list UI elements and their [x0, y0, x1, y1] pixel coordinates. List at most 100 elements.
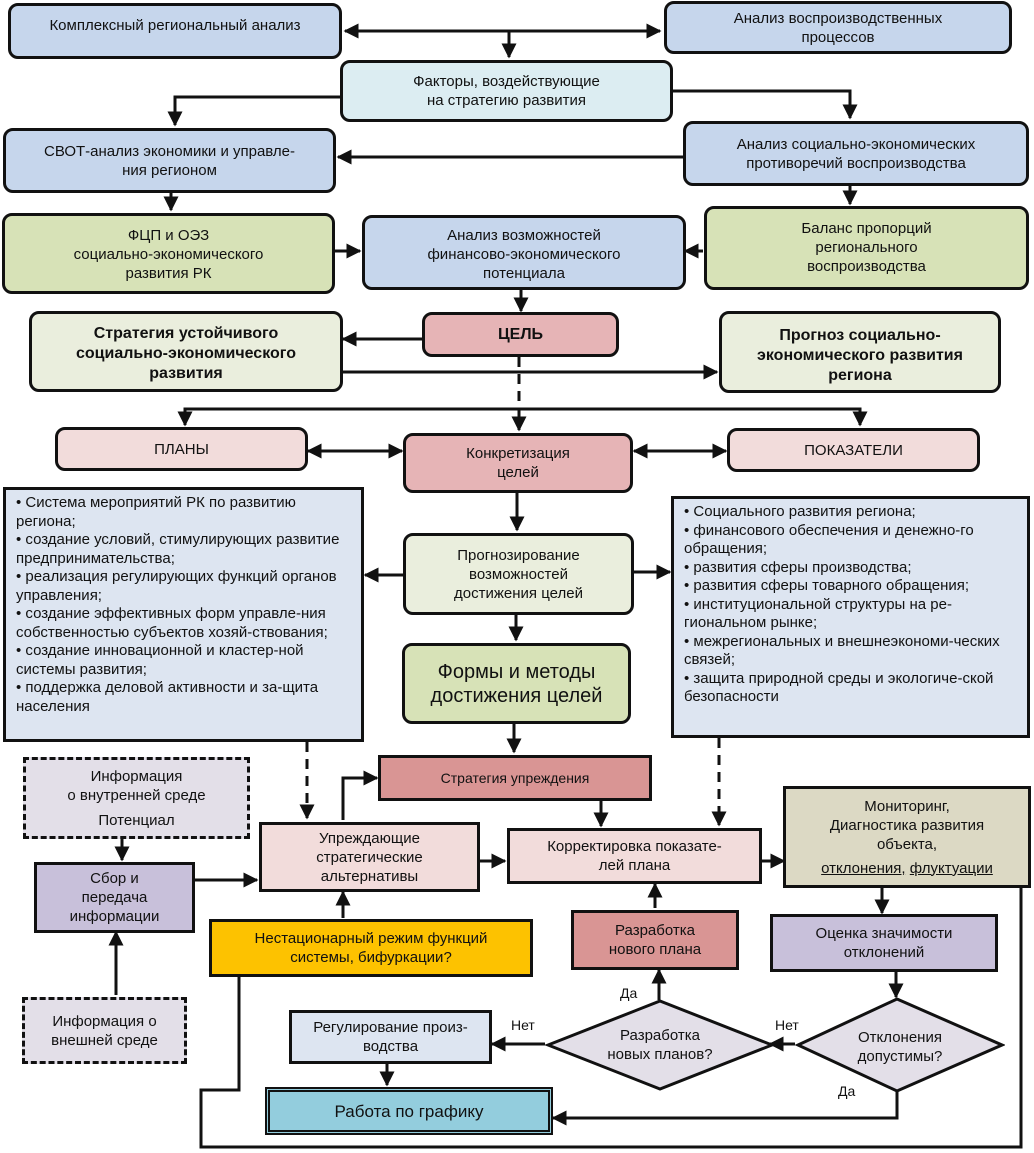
node-text: экономического развития — [757, 347, 963, 364]
node-new-plan-development: Разработка нового плана — [571, 910, 739, 970]
node-text: Формы и методы — [437, 660, 596, 683]
node-fcp-oez: ФЦП и ОЭЗ социально-экономического разви… — [2, 213, 335, 294]
node-text: ЦЕЛЬ — [497, 326, 544, 343]
node-text: финансово-экономического — [427, 246, 621, 263]
node-goal: ЦЕЛЬ — [422, 312, 619, 357]
list-item: • развития сферы производства; — [684, 558, 912, 576]
node-plans: ПЛАНЫ — [55, 427, 308, 471]
node-text: Нестационарный режим функций — [254, 930, 488, 947]
decision-deviations-label: Отклонения допустимы? — [820, 1022, 980, 1072]
node-text: возможностей — [469, 565, 568, 583]
node-balance-proportions: Баланс пропорций регионального воспроизв… — [704, 206, 1029, 290]
node-text: Разработка — [615, 922, 695, 939]
node-text: Упреждающие — [319, 829, 420, 847]
list-item: • институциональной структуры на ре-гион… — [684, 595, 952, 632]
edge-label-yes: Да — [620, 985, 638, 1001]
node-text: Стратегия упреждения — [440, 769, 590, 786]
node-text: ПОКАЗАТЕЛИ — [804, 442, 903, 459]
list-item: • реализация регулирующих функций органо… — [16, 568, 337, 604]
node-text: Факторы, воздействующие — [413, 73, 600, 90]
node-text: передача — [81, 889, 148, 906]
node-nonstationary-mode: Нестационарный режим функций системы, би… — [209, 919, 533, 977]
node-text: потенциала — [483, 265, 565, 282]
node-text: объекта, — [876, 835, 938, 853]
node-text: Прогнозирование — [457, 546, 580, 564]
list-item: • защита природной среды и экологиче-ско… — [684, 669, 994, 706]
node-factors: Факторы, воздействующие на стратегию раз… — [340, 60, 673, 122]
decision-new-plans-label: Разработка новых планов? — [575, 1020, 745, 1070]
node-sustainable-strategy: Стратегия устойчивого социально-экономич… — [29, 311, 343, 392]
node-text: Информация — [90, 767, 183, 785]
node-strategic-alternatives: Упреждающие стратегические альтернативы — [259, 822, 480, 892]
node-text: достижения целей — [430, 684, 603, 707]
node-text: внешней среде — [51, 1031, 158, 1049]
node-forms-methods: Формы и методы достижения целей — [402, 643, 631, 724]
list-item: • Социального развития региона; — [684, 503, 916, 520]
list-item: • развития сферы товарного обращения; — [684, 577, 970, 594]
node-text: Информация о — [52, 1012, 157, 1030]
node-goal-concretization: Конкретизация целей — [403, 433, 633, 493]
node-text: информации — [69, 908, 160, 925]
node-text: социально-экономического — [76, 345, 296, 362]
node-text: целей — [497, 464, 539, 481]
node-text: ПЛАНЫ — [154, 441, 209, 458]
node-text: Стратегия устойчивого — [93, 325, 279, 342]
left-measures-list: • Система мероприятий РК по развитию рег… — [3, 487, 364, 742]
node-development-forecast: Прогноз социально- экономического развит… — [719, 311, 1001, 393]
node-text: Регулирование произ- — [313, 1019, 468, 1036]
node-text: отклонений — [843, 944, 925, 961]
edge-to-indicators — [519, 407, 868, 427]
edge-label-no: Нет — [511, 1017, 535, 1033]
node-swot-analysis: СВОТ-анализ экономики и управле- ния рег… — [3, 128, 336, 193]
node-text: Отклонения — [858, 1029, 942, 1046]
node-deviation-significance: Оценка значимости отклонений — [770, 914, 998, 972]
node-text: на стратегию развития — [427, 92, 586, 109]
node-complex-regional-analysis: Комплексный региональный анализ — [8, 3, 342, 59]
edge-label-yes: Да — [838, 1083, 856, 1099]
edge-factors-swot — [167, 95, 343, 127]
node-schedule-work: Работа по графику — [265, 1087, 553, 1135]
node-reproduction-analysis: Анализ воспроизводственных процессов — [664, 1, 1012, 54]
node-text: лей плана — [598, 857, 671, 874]
node-forecasting-opportunities: Прогнозирование возможностей достижения … — [403, 533, 634, 615]
decision-deviations-acceptable — [795, 997, 1005, 1093]
node-external-info: Информация о внешней среде — [22, 997, 187, 1064]
node-finance-potential: Анализ возможностей финансово-экономичес… — [362, 215, 686, 290]
node-text: воспроизводства — [807, 258, 926, 275]
node-text: Корректировка показате- — [547, 838, 722, 855]
node-text: Конкретизация — [466, 445, 570, 462]
node-text: региона — [828, 367, 892, 384]
node-text: социально-экономического — [73, 246, 264, 263]
node-text: Прогноз социально- — [779, 327, 941, 344]
list-item: • межрегиональных и внешнеэкономи-ческих… — [684, 632, 1000, 669]
list-item: • создание инновационной и кластер-ной с… — [16, 642, 304, 678]
node-text: системы, бифуркации? — [290, 949, 452, 966]
node-text: нового плана — [608, 941, 702, 958]
node-text: развития РК — [125, 265, 212, 282]
right-indicators-list: • Социального развития региона; • финанс… — [671, 496, 1030, 738]
node-text: СВОТ-анализ экономики и управле- — [43, 142, 296, 160]
node-text: Комплексный региональный анализ — [49, 17, 301, 34]
node-text: ния регионом — [122, 161, 217, 179]
node-text: Сбор и — [90, 870, 139, 887]
node-text-underlined: отклонения, — [821, 859, 906, 877]
node-text: Баланс пропорций — [801, 220, 932, 237]
node-indicators: ПОКАЗАТЕЛИ — [727, 428, 980, 472]
list-item: • создание условий, стимулирующих развит… — [16, 531, 340, 567]
node-text: водства — [362, 1038, 419, 1055]
node-text: Диагностика развития — [829, 816, 985, 834]
node-text: регионального — [815, 239, 918, 256]
edge-to-plans — [177, 407, 519, 427]
list-item: • Система мероприятий РК по развитию рег… — [16, 494, 296, 530]
node-text: Оценка значимости — [815, 925, 953, 942]
node-production-regulation: Регулирование произ- водства — [289, 1010, 492, 1064]
edge-feedback-loop — [199, 888, 1023, 1149]
node-contradictions-analysis: Анализ социально-экономических противоре… — [683, 121, 1029, 186]
decision-shape — [545, 999, 775, 1091]
node-text: новых планов? — [607, 1046, 713, 1063]
edge-label-no: Нет — [775, 1017, 799, 1033]
node-text: противоречий воспроизводства — [746, 154, 966, 172]
decision-new-plans — [545, 999, 775, 1091]
node-collect-transfer-info: Сбор и передача информации — [34, 862, 195, 933]
